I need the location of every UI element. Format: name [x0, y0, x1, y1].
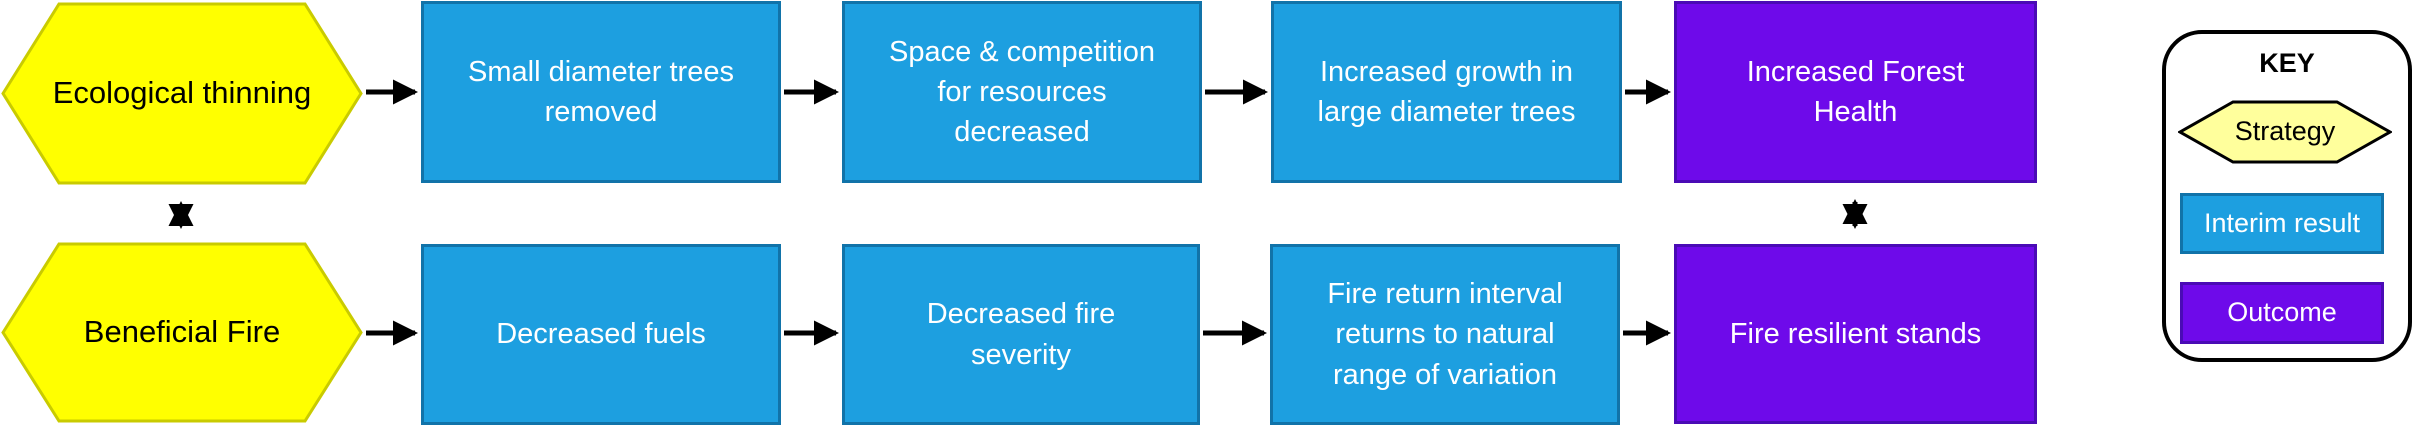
interim-node-increased-growth-large-trees: Increased growth in large diameter trees	[1271, 1, 1622, 183]
legend-strategy-item: Strategy	[2178, 100, 2392, 164]
legend-key: KEY Strategy Interim result Outcome	[2162, 30, 2412, 362]
interim-label: Small diameter trees removed	[468, 55, 734, 128]
strategy-node-ecological-thinning: Ecological thinning	[1, 2, 363, 185]
hexagon-shape	[2178, 100, 2392, 164]
interim-node-space-competition-decreased: Space & competition for resources decrea…	[842, 1, 1202, 183]
interim-label: Increased growth in large diameter trees	[1317, 55, 1576, 128]
legend-interim-label: Interim result	[2203, 207, 2361, 238]
outcome-node-increased-forest-health: Increased Forest Health	[1674, 1, 2037, 183]
outcome-node-fire-resilient-stands: Fire resilient stands	[1674, 244, 2037, 424]
outcome-label: Fire resilient stands	[1729, 317, 1982, 350]
hexagon-shape	[1, 242, 363, 423]
interim-label: Decreased fire severity	[926, 298, 1116, 371]
interim-node-fire-return-interval: Fire return interval returns to natural …	[1270, 244, 1620, 425]
legend-outcome-item: Outcome	[2180, 282, 2384, 344]
interim-node-small-diameter-trees-removed: Small diameter trees removed	[421, 1, 781, 183]
interim-label: Fire return interval returns to natural …	[1327, 278, 1563, 391]
outcome-label: Increased Forest Health	[1746, 55, 1965, 128]
legend-interim-item: Interim result	[2180, 193, 2384, 254]
legend-title: KEY	[2259, 48, 2315, 78]
interim-label: Space & competition for resources decrea…	[889, 35, 1155, 148]
interim-label: Decreased fuels	[496, 318, 706, 351]
strategy-node-beneficial-fire: Beneficial Fire	[1, 242, 363, 423]
hexagon-shape	[1, 2, 363, 185]
interim-node-decreased-fire-severity: Decreased fire severity	[842, 244, 1200, 425]
legend-outcome-label: Outcome	[2227, 297, 2337, 328]
interim-node-decreased-fuels: Decreased fuels	[421, 244, 781, 425]
